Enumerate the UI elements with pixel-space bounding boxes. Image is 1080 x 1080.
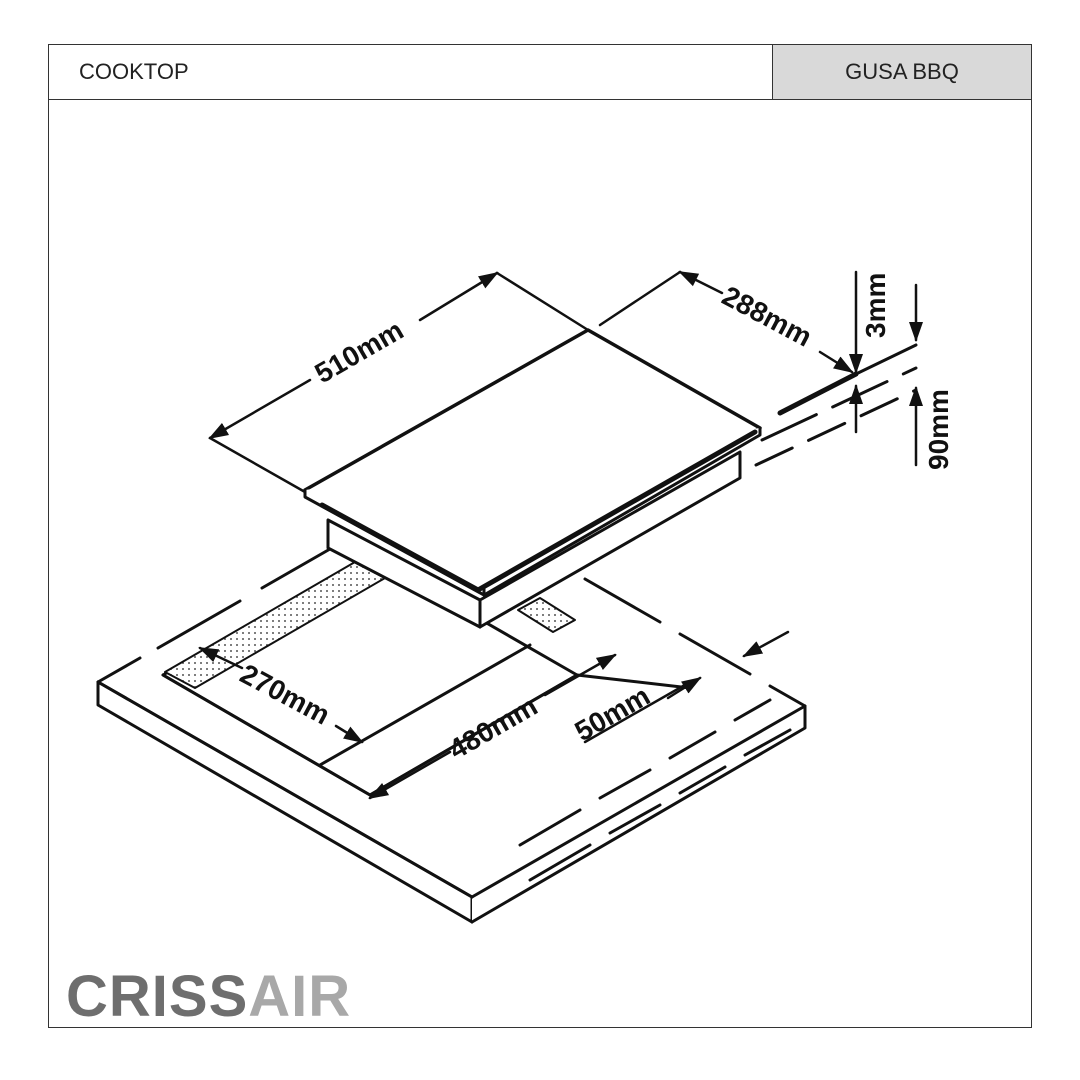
crissair-logo: CRISSAIR [66,964,351,1029]
model-label: GUSA BBQ [772,45,1031,99]
dim-label-50: 50mm [570,680,656,747]
dim-line-480 [368,653,617,800]
cooktop-body [326,450,742,629]
dim-label-90: 90mm [923,389,954,470]
category-label: COOKTOP [79,59,189,84]
svg-text:CRISSAIR: CRISSAIR [66,964,351,1029]
drawing-frame: COOKTOP GUSA BBQ [48,44,1032,1028]
dim-label-3: 3mm [860,273,891,338]
logo-criss: CRISS [66,964,248,1029]
dim-line-270 [198,646,364,744]
side-profile [754,343,918,467]
dim-line-50 [583,630,790,744]
dim-line-288 [598,270,854,374]
countertop [96,547,807,924]
logo-air: AIR [248,964,351,1029]
title-bar: COOKTOP GUSA BBQ [49,45,1031,100]
dim-label-510: 510mm [310,314,409,389]
dim-line-510 [208,271,590,494]
glass-top [303,328,762,597]
dim-label-288: 288mm [717,280,817,353]
